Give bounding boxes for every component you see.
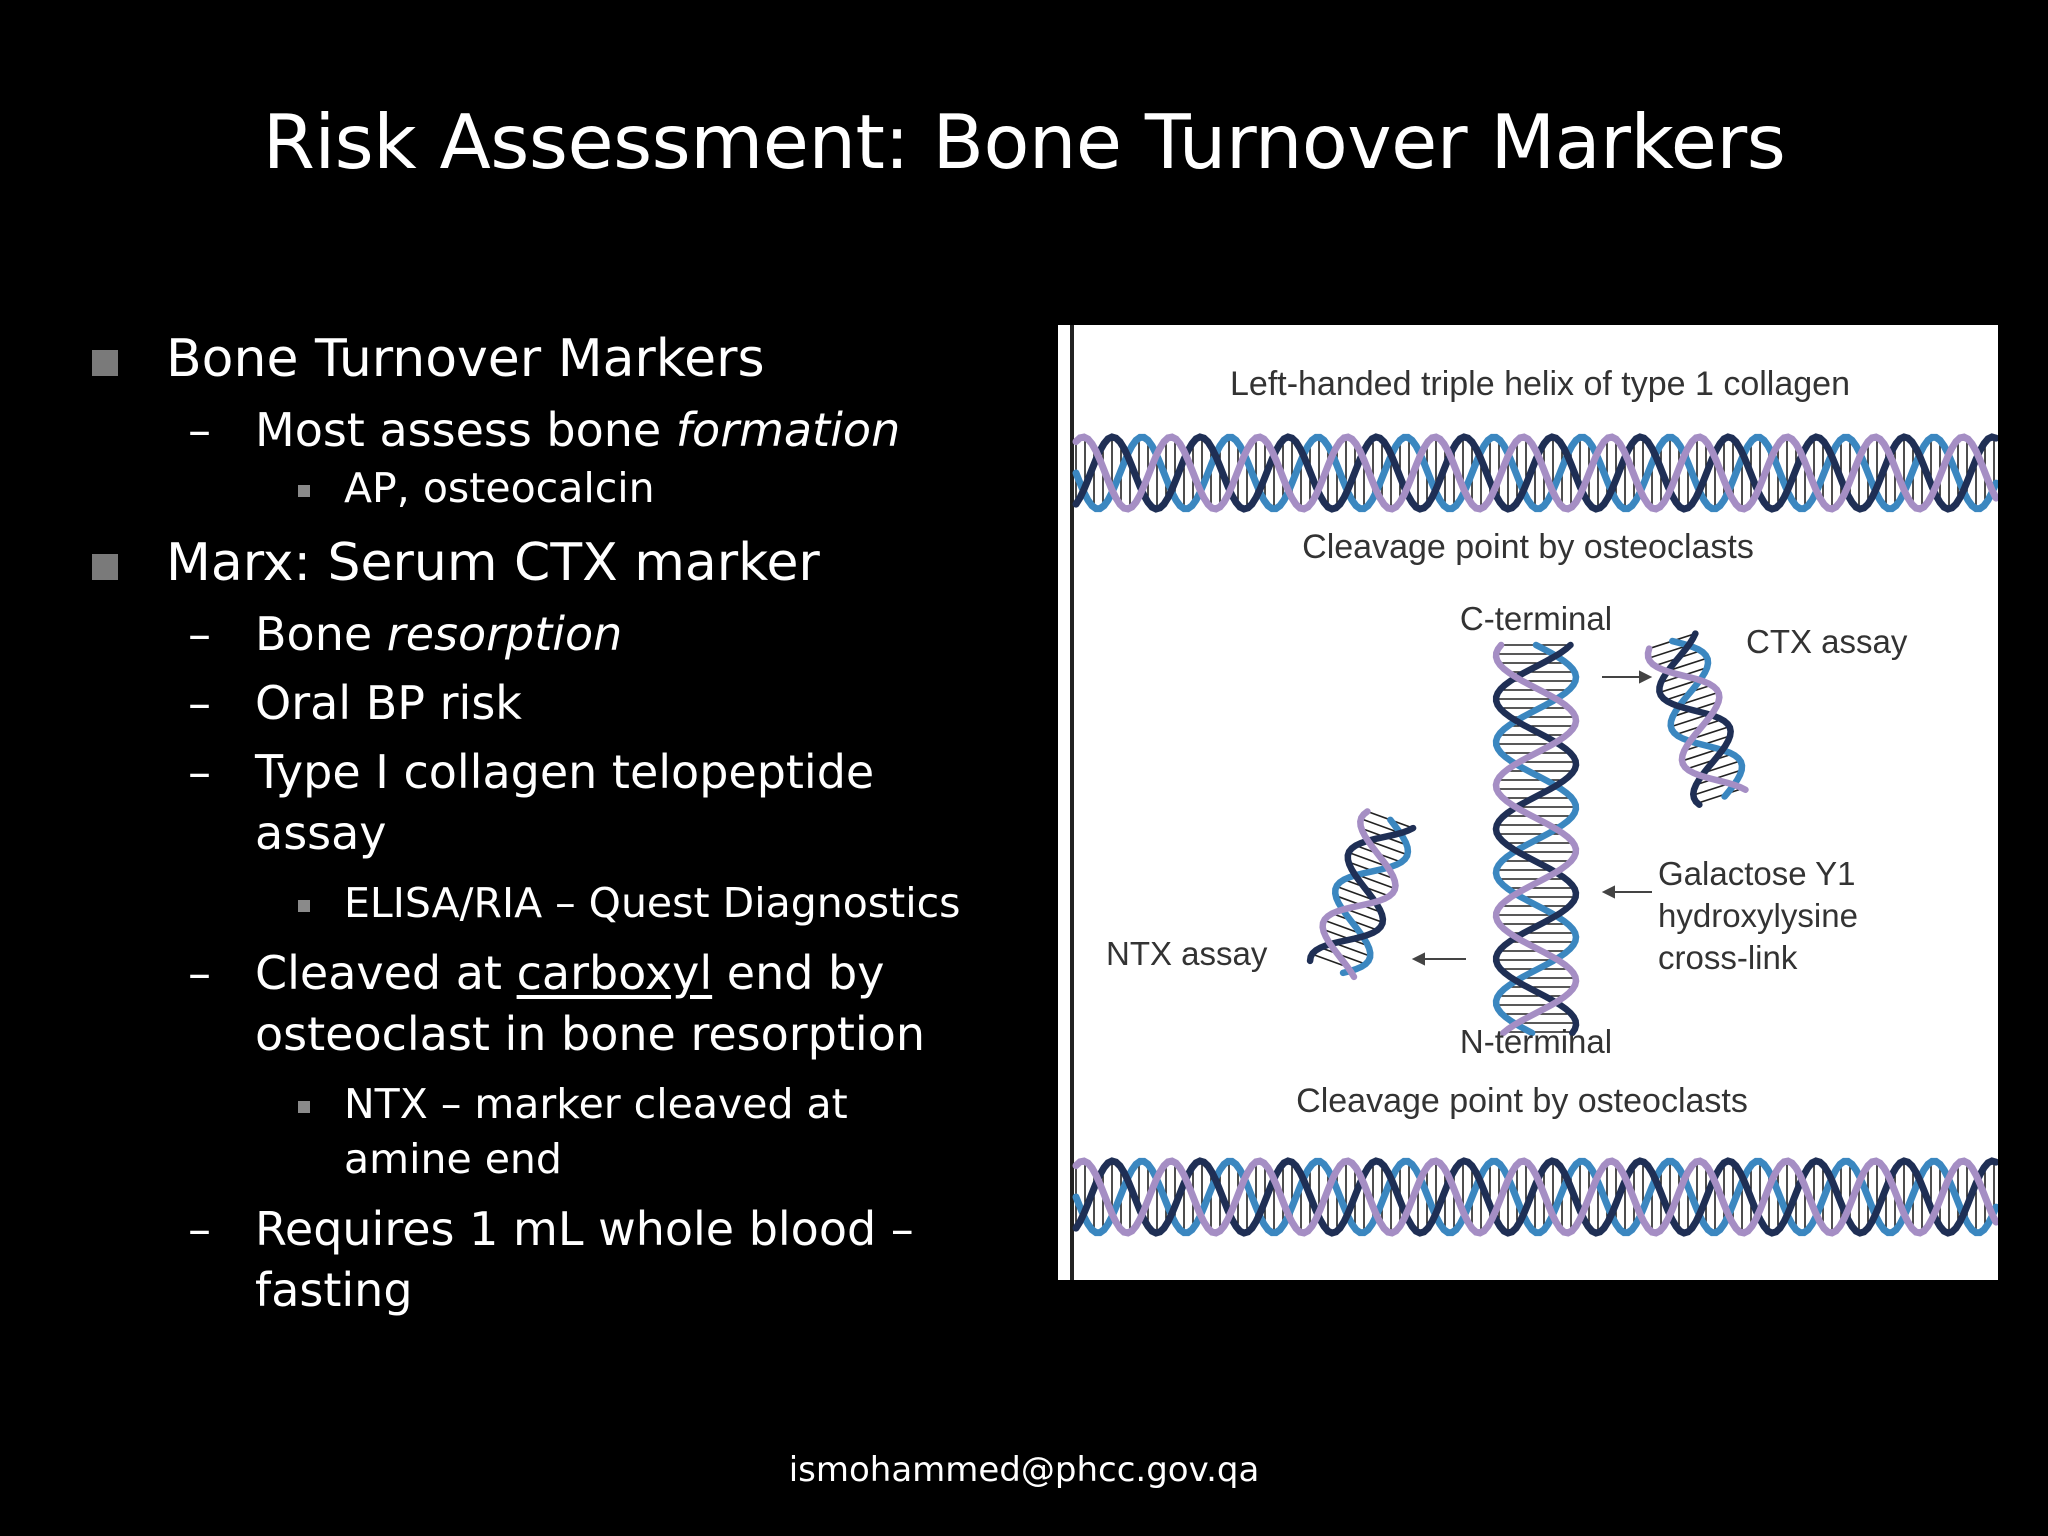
dash-bullet-icon: –	[188, 403, 211, 457]
detail-ntx-marker: NTX – marker cleaved at amine end	[90, 1077, 970, 1187]
ctx-helix-fragment	[1644, 630, 1749, 808]
helix-strand	[1332, 816, 1412, 977]
helix-strand	[1492, 641, 1580, 1037]
label-cleavage-top: Cleavage point by osteoclasts	[1302, 528, 1754, 566]
diagram-arrows	[1411, 670, 1653, 966]
helix-strand	[1072, 433, 1998, 513]
dash-bullet-icon: –	[188, 676, 211, 730]
label-galactose-1: Galactose Y1	[1658, 855, 1856, 892]
bullet-bone-turnover-markers: Bone Turnover Markers	[90, 326, 970, 392]
sub-bullet-formation: – Most assess bone formation	[90, 400, 970, 461]
bottom-triple-helix	[1072, 1157, 1998, 1237]
label-ctx-assay: CTX assay	[1746, 623, 1908, 660]
detail-elisa-ria: ELISA/RIA – Quest Diagnostics	[90, 876, 970, 931]
sub-bullet-blood-requirement: – Requires 1 mL whole blood – fasting	[90, 1199, 970, 1321]
arrow-head-icon	[1411, 952, 1425, 966]
helix-rung	[1360, 817, 1401, 834]
bullet-list: Bone Turnover Markers – Most assess bone…	[90, 318, 970, 1321]
collagen-helix-diagram: Left-handed triple helix of type 1 colla…	[1058, 325, 1998, 1280]
detail-ap-osteocalcin: AP, osteocalcin	[90, 461, 970, 516]
label-cleavage-bottom: Cleavage point by osteoclasts	[1296, 1082, 1748, 1120]
helix-rung	[1648, 644, 1689, 660]
helix-strand	[1072, 1157, 1998, 1237]
center-helix-fragment	[1492, 641, 1580, 1037]
square-bullet-icon	[92, 350, 118, 376]
ntx-helix-fragment	[1306, 808, 1417, 981]
label-galactose-2: hydroxylysine	[1658, 897, 1858, 934]
helix-strand	[1492, 641, 1580, 1037]
label-ntx-assay: NTX assay	[1106, 935, 1268, 972]
slide-footer-email: ismohammed@phcc.gov.qa	[788, 1450, 1260, 1490]
sub-bullet-resorption: – Bone resorption	[90, 604, 970, 665]
dash-bullet-icon: –	[188, 607, 211, 661]
helix-rung	[1697, 787, 1744, 804]
label-galactose-3: cross-link	[1658, 939, 1798, 976]
label-n-terminal: N-terminal	[1460, 1023, 1612, 1060]
helix-strand	[1492, 641, 1580, 1037]
collagen-diagram-svg: Left-handed triple helix of type 1 colla…	[1058, 325, 1998, 1280]
dash-bullet-icon: –	[188, 1202, 211, 1256]
small-square-bullet-icon	[298, 900, 310, 912]
sub-bullet-oral-bp-risk: – Oral BP risk	[90, 673, 970, 734]
bullet-marx-ctx: Marx: Serum CTX marker	[90, 530, 970, 596]
helix-strand	[1072, 1157, 1998, 1237]
helix-strand	[1072, 433, 1998, 513]
helix-rung	[1666, 657, 1708, 672]
sub-bullet-carboxyl-cleavage: – Cleaved at carboxyl end by osteoclast …	[90, 943, 970, 1065]
helix-strand	[1644, 645, 1749, 793]
label-c-terminal: C-terminal	[1460, 600, 1612, 637]
sub-bullet-telopeptide-assay: – Type I collagen telopeptide assay	[90, 742, 970, 864]
top-triple-helix	[1072, 433, 1998, 513]
square-bullet-icon	[92, 554, 118, 580]
helix-strand	[1667, 637, 1746, 800]
arrow-head-icon	[1639, 670, 1653, 684]
label-triple-helix: Left-handed triple helix of type 1 colla…	[1230, 365, 1850, 403]
helix-strand	[1319, 808, 1399, 981]
dash-bullet-icon: –	[188, 745, 211, 799]
arrow-head-icon	[1601, 885, 1615, 899]
slide-title: Risk Assessment: Bone Turnover Markers	[262, 98, 1786, 186]
helix-rung	[1367, 839, 1408, 856]
small-square-bullet-icon	[298, 1101, 310, 1113]
small-square-bullet-icon	[298, 485, 310, 497]
dash-bullet-icon: –	[188, 946, 211, 1000]
